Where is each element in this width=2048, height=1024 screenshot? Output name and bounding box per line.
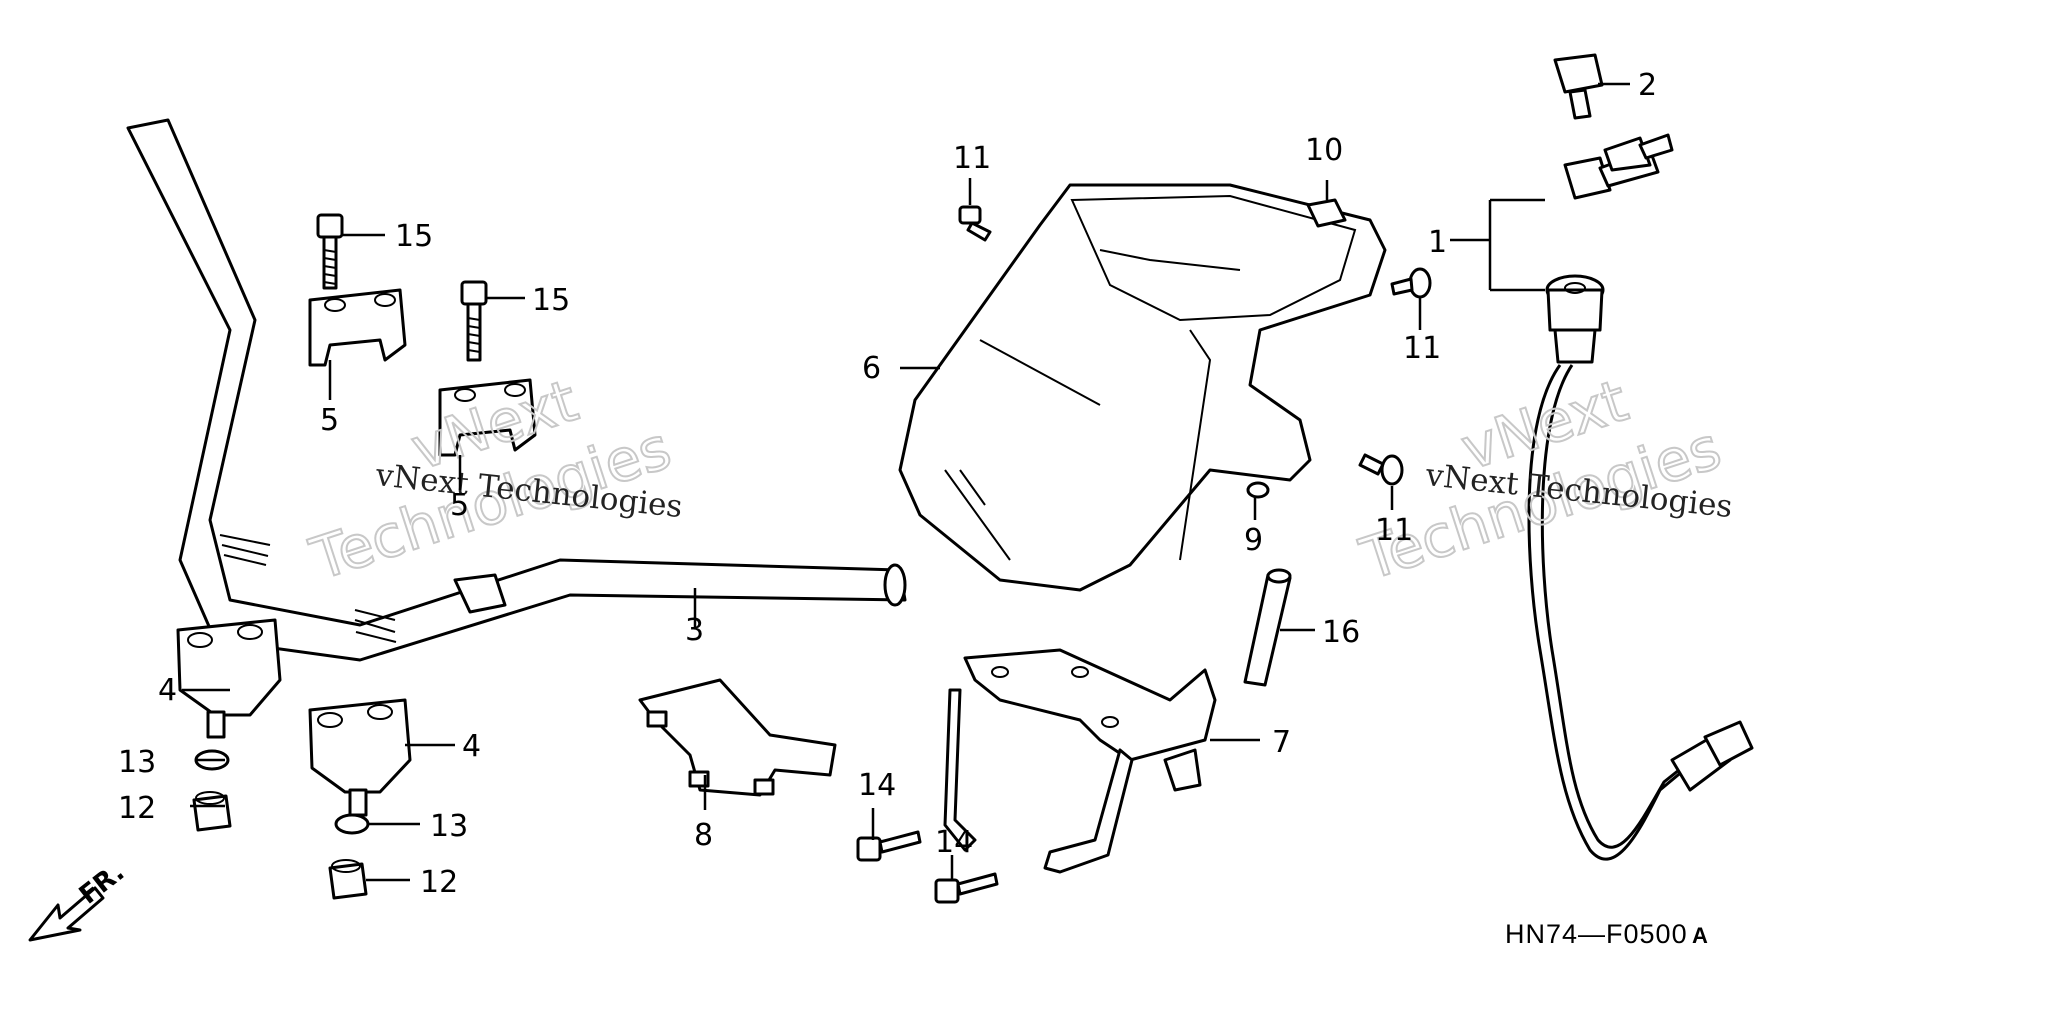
lower-holder-right (308, 698, 412, 817)
callout-15-right: 15 (532, 283, 570, 318)
callout-12-left: 12 (118, 791, 156, 826)
knurl-right (354, 609, 397, 643)
bolt-15-right (460, 280, 488, 362)
diagram-code: HN74—F0500 (1505, 919, 1688, 949)
screw-11-right (1390, 267, 1432, 299)
callout-6: 6 (862, 351, 881, 386)
upper-holder-left (308, 288, 407, 367)
tube-16 (1243, 568, 1292, 687)
callout-4-right: 4 (462, 729, 481, 764)
leader-lines (182, 82, 1630, 882)
callout-11-right: 11 (1403, 331, 1441, 366)
clip-10 (1306, 198, 1347, 228)
front-cover (898, 183, 1387, 592)
callout-7: 7 (1272, 725, 1291, 760)
callout-14-upper: 14 (858, 768, 896, 803)
callout-11-lower: 11 (1375, 513, 1413, 548)
diagram-code-suffix: A (1692, 923, 1709, 948)
callout-1: 1 (1428, 225, 1447, 260)
front-direction-marker: FR. (28, 857, 130, 942)
grommet-9 (1246, 481, 1270, 499)
callout-5-right: 5 (450, 488, 469, 523)
bolt-15-left (316, 213, 344, 290)
nut-12-left (192, 791, 232, 832)
callout-labels: 1 2 3 4 4 5 5 6 7 8 9 10 11 11 11 12 12 … (118, 68, 1657, 900)
callout-8: 8 (694, 818, 713, 853)
harness-connector (1670, 720, 1754, 792)
callout-12-right: 12 (420, 865, 458, 900)
lower-holder-left (176, 618, 282, 739)
handlebar (126, 118, 907, 662)
bolt-14-upper (856, 830, 922, 862)
callout-2: 2 (1638, 68, 1657, 103)
nut-12-right (328, 859, 368, 900)
callout-16: 16 (1322, 615, 1360, 650)
bolt-14-lower (934, 872, 999, 904)
handlebar-tab (453, 573, 507, 614)
upper-holder-right (438, 378, 537, 457)
callout-11-top: 11 (953, 141, 991, 176)
callout-14-lower: 14 (935, 825, 973, 860)
callout-9: 9 (1244, 523, 1263, 558)
callout-4-left: 4 (158, 673, 177, 708)
ignition-key-2 (1553, 53, 1604, 120)
ignition-switch (1545, 274, 1605, 364)
mount-plate (638, 678, 837, 797)
screw-11-top (958, 205, 992, 242)
front-arrow-icon (28, 886, 105, 942)
callout-13-left: 13 (118, 745, 156, 780)
callout-15-left: 15 (395, 219, 433, 254)
knurl-left (219, 534, 271, 566)
washer-13-right (334, 813, 370, 835)
callout-3: 3 (685, 613, 704, 648)
bracket (943, 648, 1217, 874)
watermark-left: vNext Technologies vNext Technologies (301, 365, 684, 594)
callout-5-left: 5 (320, 403, 339, 438)
screw-11-lower (1358, 453, 1404, 486)
ignition-keys-pair (1563, 133, 1674, 200)
callout-10: 10 (1305, 133, 1343, 168)
switch-harness (1527, 364, 1695, 861)
callout-13-right: 13 (430, 809, 468, 844)
